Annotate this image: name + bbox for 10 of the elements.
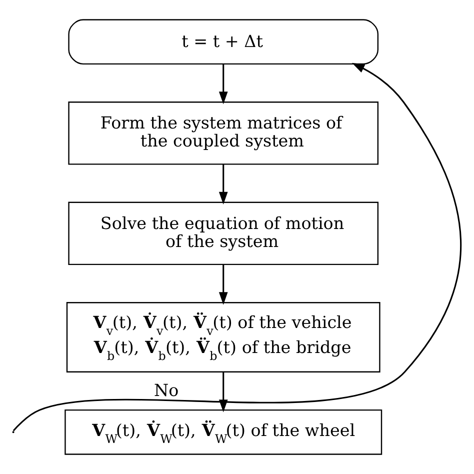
- arrow: [12, 62, 462, 432]
- arrow: [218, 164, 228, 205]
- node-box: V$_{v}$(t), V̇$_{v}$(t), V̈$_{v}$(t) of the vehicle V$_{b}$(t), V̇$_{b}$(t), V̈$_{b}$(t) of the bridge: [66, 302, 380, 372]
- arrow: [218, 264, 228, 305]
- edge-label: No: [154, 380, 179, 400]
- node-box: Form the system matrices of the coupled system: [68, 102, 379, 165]
- arrow: [218, 64, 228, 104]
- node-box: t = t + Δt: [68, 19, 379, 65]
- node-box: V$_{W}$(t), V̇$_{W}$(t), V̈$_{W}$(t) of the wheel: [64, 409, 382, 455]
- node-box: Solve the equation of motion of the system: [68, 202, 379, 266]
